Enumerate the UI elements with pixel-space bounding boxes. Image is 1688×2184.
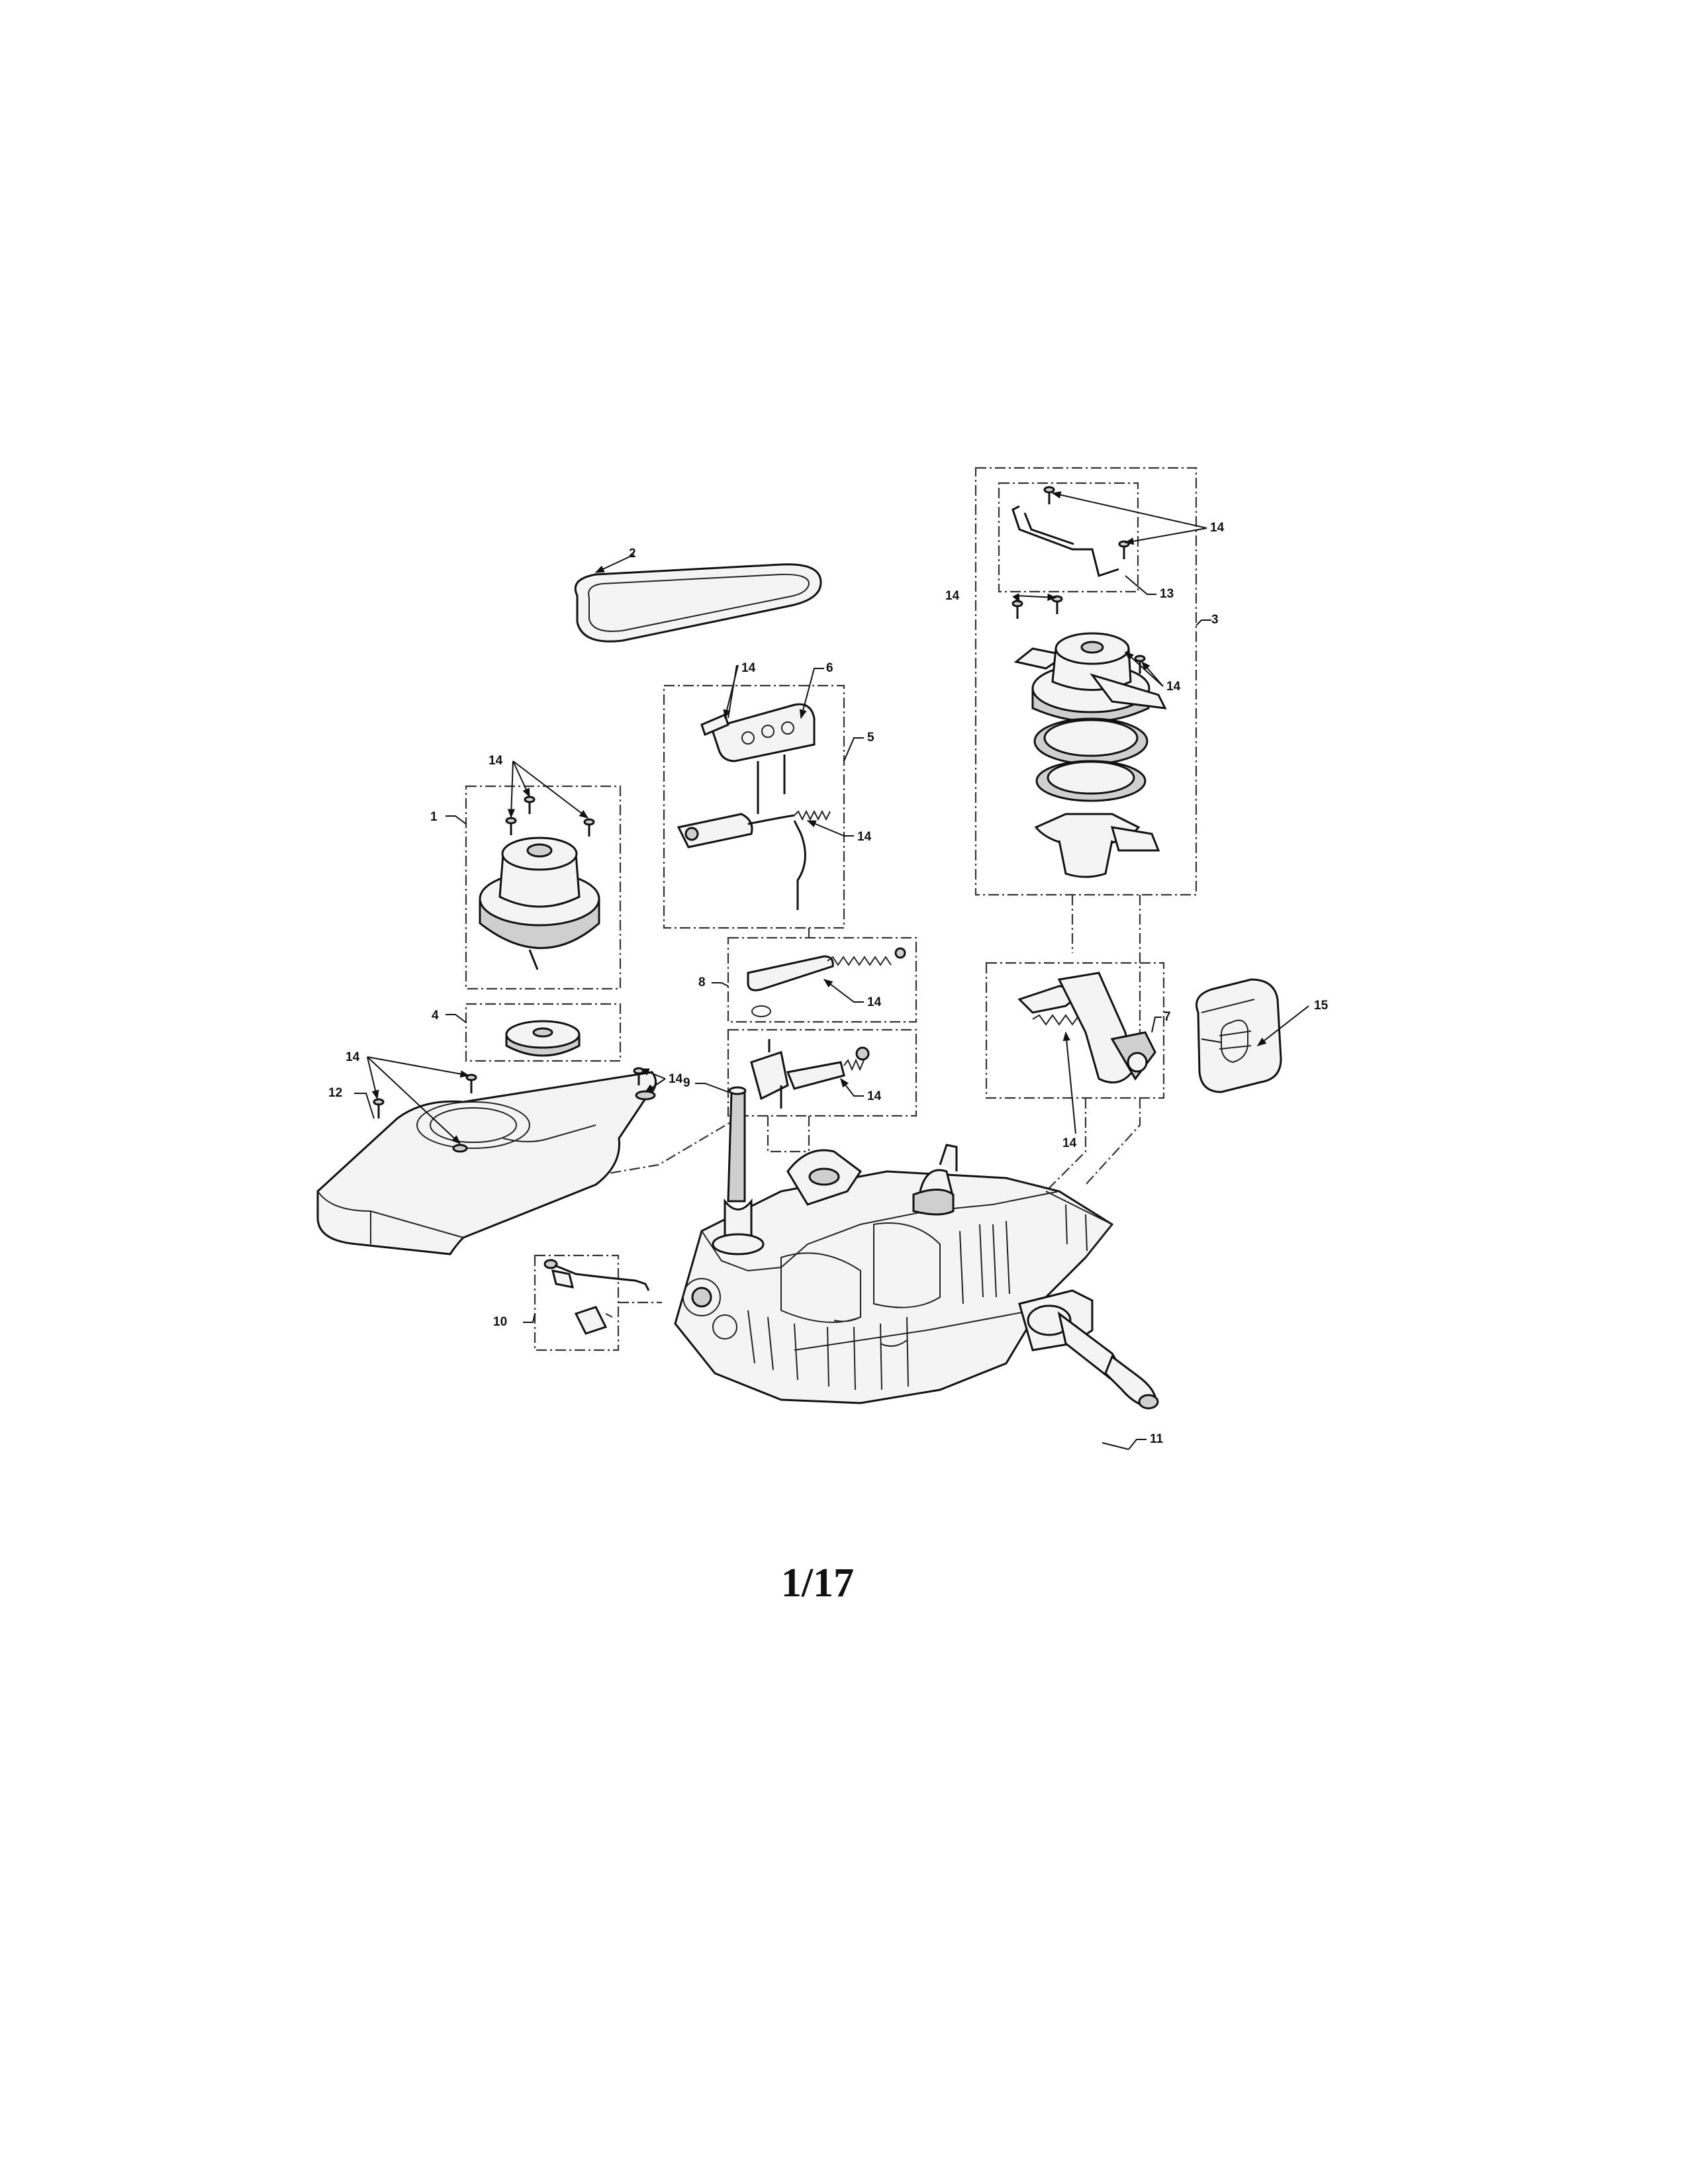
drive-pulley [479, 796, 600, 970]
leader-lines [354, 491, 1309, 1450]
group-boxes [465, 467, 1197, 1351]
idler-arm [747, 947, 906, 1017]
callout-14-linkage: 14 [857, 830, 872, 844]
callout-13: 13 [1160, 587, 1174, 601]
callout-9: 9 [683, 1076, 690, 1090]
box-item-10 [534, 1254, 620, 1351]
box-item-8 [727, 936, 917, 1023]
box-item-1 [465, 785, 622, 990]
callout-14-brake: 14 [867, 1089, 882, 1103]
callout-15: 15 [1314, 999, 1329, 1013]
pulley-hub [505, 1020, 581, 1057]
tensioner-arm [1017, 972, 1156, 1084]
callout-7: 7 [1164, 1010, 1171, 1024]
callout-11: 11 [1150, 1432, 1164, 1446]
belt-cover [316, 1067, 657, 1255]
transaxle-housing [674, 1086, 1159, 1410]
callout-14-pulley: 14 [489, 754, 503, 768]
callout-14-idler: 14 [867, 995, 882, 1009]
belt [574, 563, 822, 643]
callout-14-tensioner: 14 [1062, 1136, 1077, 1150]
box-item-3 [974, 467, 1197, 896]
box-item-13 [998, 482, 1139, 593]
callout-3: 3 [1211, 613, 1219, 627]
mounting-pad [1196, 978, 1282, 1093]
control-linkage [677, 703, 831, 910]
callout-5: 5 [867, 731, 874, 745]
callout-6: 6 [826, 661, 833, 675]
callout-1: 1 [430, 810, 438, 824]
box-item-4 [465, 1003, 622, 1062]
brake-lever [750, 1039, 870, 1109]
page-number: 1/17 [781, 1561, 854, 1606]
callout-14-cover: 14 [346, 1050, 360, 1064]
callout-14-cover-right: 14 [669, 1072, 683, 1086]
callout-10: 10 [493, 1315, 507, 1329]
box-item-9 [727, 1028, 917, 1117]
callout-14-linkage-top: 14 [741, 661, 756, 675]
callout-4: 4 [432, 1009, 439, 1023]
callouts: 1 2 3 4 5 6 7 8 9 10 11 12 13 14 14 14 1… [328, 521, 1329, 1446]
shift-rod [1011, 505, 1119, 577]
callout-2: 2 [629, 547, 636, 561]
callout-14-variator-right: 14 [1166, 680, 1181, 694]
callout-12: 12 [328, 1086, 342, 1100]
callout-8: 8 [698, 976, 706, 989]
callout-14-variator-left: 14 [945, 589, 960, 603]
bypass-rod [543, 1259, 650, 1335]
box-item-7 [985, 962, 1165, 1099]
callout-14-rod: 14 [1210, 521, 1225, 535]
variator-pulley [1011, 486, 1167, 878]
